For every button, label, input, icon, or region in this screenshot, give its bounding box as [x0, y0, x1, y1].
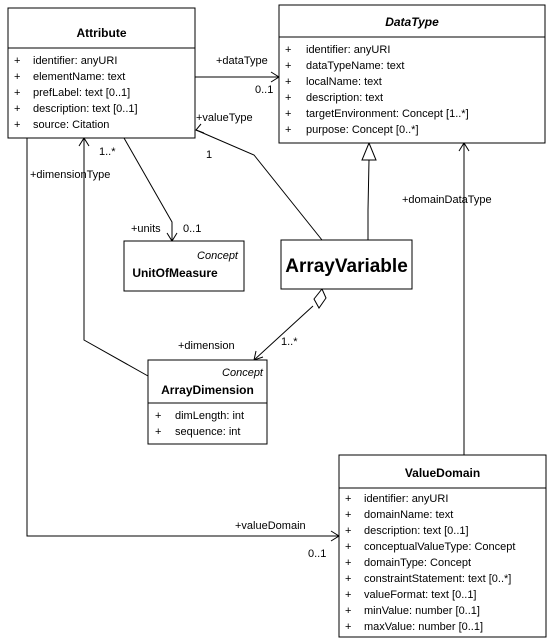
attr-valuedomain-0: identifier: anyURI — [364, 493, 448, 505]
class-arrayvariable[interactable]: ArrayVariable — [280, 239, 413, 290]
class-arrayvariable-name: ArrayVariable — [285, 256, 408, 277]
label-valuetype-mult: 1 — [206, 149, 212, 161]
attr-attribute-2: prefLabel: text [0..1] — [33, 87, 130, 99]
attr-visibility: + — [345, 573, 351, 585]
association-datatype — [195, 71, 280, 83]
attr-attribute-4: source: Citation — [33, 119, 109, 131]
attr-datatype-1: dataTypeName: text — [306, 60, 404, 72]
connector-labels: +dataType 0..1 +valueType 1 1..* +dimens… — [30, 55, 492, 560]
association-domaindatatype — [458, 142, 470, 455]
label-dimensiontype-role: +dimensionType — [30, 169, 110, 181]
class-arraydimension-name: ArrayDimension — [161, 383, 254, 397]
attr-visibility: + — [345, 525, 351, 537]
attr-attribute-0: identifier: anyURI — [33, 55, 117, 67]
attr-visibility: + — [14, 119, 20, 131]
attr-visibility: + — [155, 410, 161, 422]
class-valuedomain-attributes: + identifier: anyURI + domainName: text … — [345, 493, 515, 633]
attr-arraydimension-0: dimLength: int — [175, 410, 244, 422]
attr-datatype-2: localName: text — [306, 76, 382, 88]
class-valuedomain-name: ValueDomain — [405, 466, 480, 480]
label-dimension-mult: 1..* — [281, 336, 298, 348]
attr-visibility: + — [285, 76, 291, 88]
generalization-datatype — [361, 141, 377, 240]
attr-visibility: + — [345, 493, 351, 505]
attr-datatype-3: description: text — [306, 92, 383, 104]
class-arraydimension-stereotype: Concept — [222, 367, 264, 379]
attr-valuedomain-5: constraintStatement: text [0..*] — [364, 573, 511, 585]
attr-visibility: + — [285, 124, 291, 136]
attr-visibility: + — [155, 426, 161, 438]
attr-visibility: + — [345, 621, 351, 633]
class-attribute-name: Attribute — [77, 26, 127, 40]
attr-visibility: + — [345, 589, 351, 601]
attr-visibility: + — [345, 509, 351, 521]
attr-visibility: + — [285, 44, 291, 56]
attr-visibility: + — [14, 103, 20, 115]
attr-valuedomain-8: maxValue: number [0..1] — [364, 621, 483, 633]
attr-visibility: + — [14, 55, 20, 67]
attr-valuedomain-7: minValue: number [0..1] — [364, 605, 480, 617]
label-dimension-role: +dimension — [178, 340, 235, 352]
attr-valuedomain-1: domainName: text — [364, 509, 453, 521]
class-datatype[interactable]: DataType + identifier: anyURI + dataType… — [278, 4, 546, 144]
attr-valuedomain-4: domainType: Concept — [364, 557, 471, 569]
attr-visibility: + — [285, 60, 291, 72]
attr-valuedomain-2: description: text [0..1] — [364, 525, 469, 537]
attr-visibility: + — [285, 92, 291, 104]
attr-attribute-1: elementName: text — [33, 71, 125, 83]
attr-valuedomain-3: conceptualValueType: Concept — [364, 541, 515, 553]
label-dimensiontype-mult: 1..* — [99, 146, 116, 158]
attr-visibility: + — [285, 108, 291, 120]
label-domaindatatype-role: +domainDataType — [402, 194, 492, 206]
label-valuedomain-mult: 0..1 — [308, 548, 326, 560]
class-datatype-attributes: + identifier: anyURI + dataTypeName: tex… — [285, 44, 469, 136]
attr-visibility: + — [14, 71, 20, 83]
connectors — [26, 71, 470, 542]
class-unitofmeasure[interactable]: Concept UnitOfMeasure — [123, 240, 245, 292]
association-valuetype — [195, 123, 323, 241]
attr-visibility: + — [14, 87, 20, 99]
class-attribute-attributes: + identifier: anyURI + elementName: text… — [14, 55, 138, 131]
label-valuedomain-role: +valueDomain — [235, 520, 306, 532]
class-arraydimension-attributes: + dimLength: int + sequence: int — [155, 410, 244, 438]
label-valuetype-role: +valueType — [196, 112, 253, 124]
attr-attribute-3: description: text [0..1] — [33, 103, 138, 115]
attr-visibility: + — [345, 557, 351, 569]
label-units-mult: 0..1 — [183, 223, 201, 235]
attr-arraydimension-1: sequence: int — [175, 426, 240, 438]
attr-datatype-5: purpose: Concept [0..*] — [306, 124, 419, 136]
label-units-role: +units — [131, 223, 161, 235]
attr-datatype-0: identifier: anyURI — [306, 44, 390, 56]
class-unitofmeasure-name: UnitOfMeasure — [132, 266, 218, 280]
class-attribute[interactable]: Attribute + identifier: anyURI + element… — [7, 7, 196, 139]
class-arraydimension[interactable]: Concept ArrayDimension + dimLength: int … — [147, 359, 268, 445]
class-unitofmeasure-stereotype: Concept — [197, 250, 239, 262]
aggregation-dimension — [253, 288, 327, 361]
label-datatype-mult: 0..1 — [255, 84, 273, 96]
label-datatype-role: +dataType — [216, 55, 268, 67]
class-valuedomain[interactable]: ValueDomain + identifier: anyURI + domai… — [338, 454, 547, 638]
attr-valuedomain-6: valueFormat: text [0..1] — [364, 589, 477, 601]
attr-datatype-4: targetEnvironment: Concept [1..*] — [306, 108, 469, 120]
class-datatype-name: DataType — [385, 15, 439, 29]
attr-visibility: + — [345, 605, 351, 617]
attr-visibility: + — [345, 541, 351, 553]
